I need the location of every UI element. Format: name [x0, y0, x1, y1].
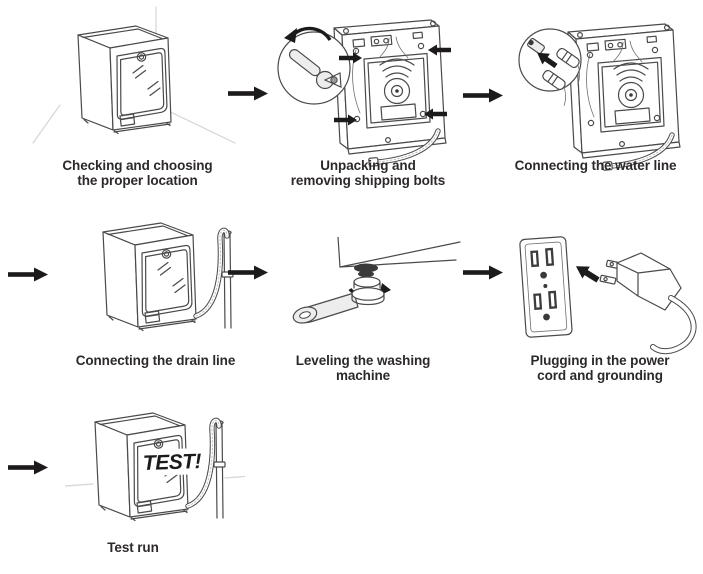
step-caption: Leveling the washing machine	[295, 353, 431, 383]
wrench-icon	[292, 292, 359, 324]
cabinet-corner-line	[337, 237, 341, 268]
drain-hose-icon	[185, 417, 222, 509]
step-caption: Plugging in the power cord and grounding	[530, 353, 670, 383]
wall-line	[65, 475, 245, 487]
flow-arrow-icon	[463, 265, 503, 280]
washer-drain-hose-illustration	[102, 222, 234, 332]
washer-front-corner-illustration	[32, 6, 236, 144]
standpipe-icon	[221, 230, 234, 329]
step-caption: Unpacking and removing shipping bolts	[290, 158, 446, 188]
washing-machine-icon	[77, 25, 172, 135]
washer-test-run-illustration: TEST!	[65, 412, 245, 522]
flow-arrow-icon	[228, 265, 268, 280]
step-caption: Test run	[107, 540, 159, 555]
washer-back-icon	[334, 20, 446, 166]
test-label: TEST!	[140, 447, 204, 477]
zoom-circle-icon	[277, 26, 351, 105]
zoom-circle-icon	[518, 28, 582, 106]
flow-arrow-icon	[463, 88, 503, 103]
step-caption: Connecting the water line	[514, 158, 677, 173]
water-inlet-icon	[527, 37, 545, 55]
power-cord-icon	[650, 295, 697, 355]
foot-base	[351, 287, 385, 301]
standpipe-icon	[213, 420, 226, 519]
washer-back-bolts-illustration	[277, 14, 451, 169]
leveling-foot-icon	[353, 263, 381, 289]
plug-direction-arrow-icon	[575, 266, 600, 283]
flow-arrow-icon	[8, 267, 48, 282]
drain-hose-icon	[193, 227, 230, 319]
washer-back-icon	[568, 24, 680, 170]
step-caption: Checking and choosing the proper locatio…	[62, 158, 213, 188]
push-direction-arrow-icon	[537, 52, 558, 69]
leveling-foot-illustration	[292, 237, 461, 324]
hose-coupling-icon	[542, 69, 567, 106]
flow-arrow-icon	[228, 86, 268, 101]
wrench-icon	[288, 49, 342, 90]
plug-outlet-illustration	[519, 236, 697, 355]
hose-coupling-icon	[556, 47, 581, 84]
power-plug-icon	[599, 252, 682, 311]
step-caption: Connecting the drain line	[75, 353, 236, 368]
svg-text:TEST!: TEST!	[143, 450, 202, 475]
wall-outlet-icon	[519, 236, 573, 338]
washer-back-water-illustration	[518, 16, 698, 171]
rotate-arrow-icon	[284, 26, 332, 43]
flow-arrow-icon	[8, 460, 48, 475]
washing-machine-icon	[102, 222, 197, 332]
